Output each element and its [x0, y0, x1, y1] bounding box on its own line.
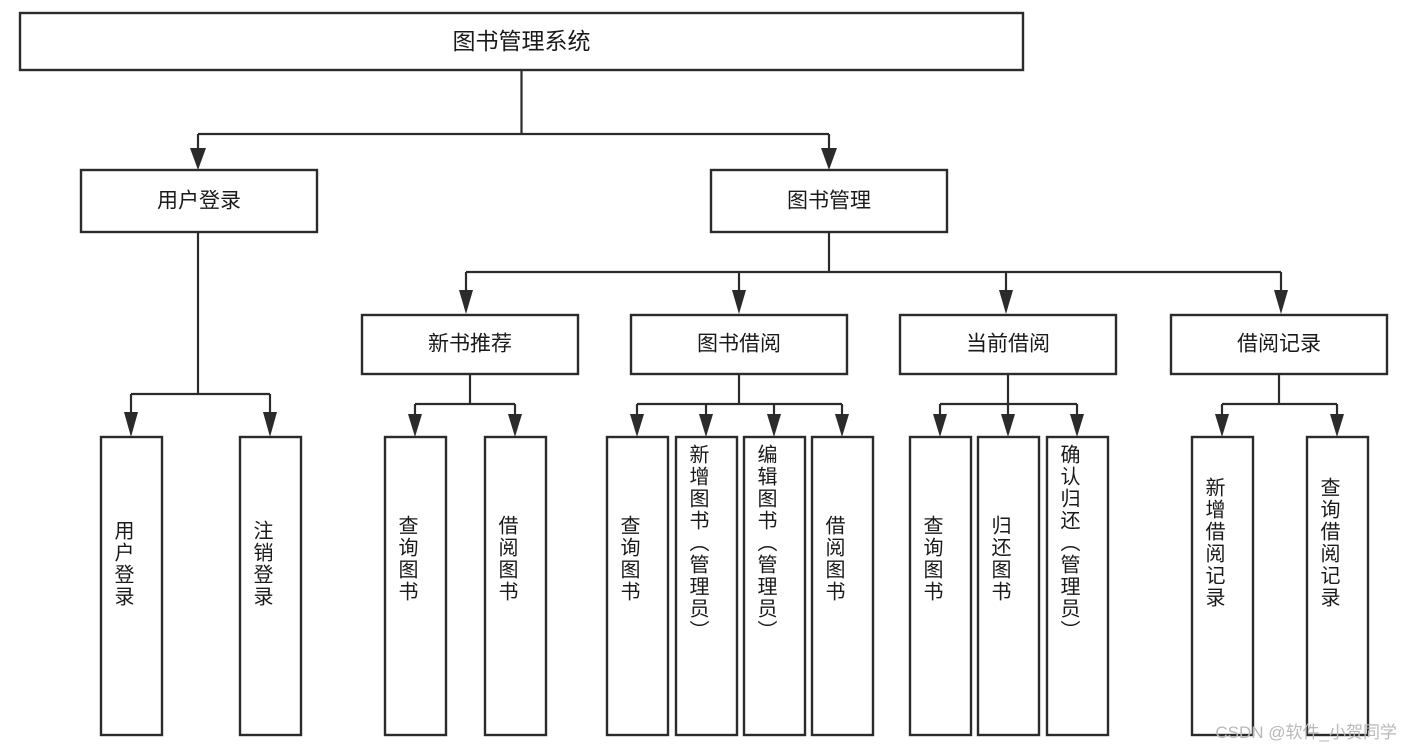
leaf-borrow-book-1-box[interactable] — [483, 435, 548, 737]
connector-borrow-record-to-leaves — [1215, 374, 1344, 437]
connector-book-management-to-level3 — [459, 232, 1288, 314]
node-borrow-record-label: 借阅记录 — [1237, 333, 1321, 356]
connector-book-borrow-to-leaves — [630, 374, 849, 437]
connector-root-to-level2 — [190, 70, 837, 170]
node-root-label: 图书管理系统 — [453, 28, 591, 54]
node-new-book-recommend-label: 新书推荐 — [428, 333, 512, 356]
leaf-query-book-2-box[interactable] — [605, 435, 670, 737]
connector-user-login-to-leaves — [124, 232, 277, 437]
node-borrow-record[interactable]: 借阅记录 — [1169, 313, 1389, 376]
node-book-management-box[interactable] — [709, 168, 949, 234]
node-book-borrow[interactable]: 图书借阅 — [629, 313, 849, 376]
node-root-box[interactable] — [18, 11, 1025, 72]
node-current-borrow-label: 当前借阅 — [966, 333, 1050, 356]
leaf-group-user-login — [99, 435, 303, 737]
leaf-borrow-book-2-box[interactable] — [810, 435, 875, 737]
connector-new-book-recommend-to-leaves — [408, 374, 522, 437]
node-user-login[interactable]: 用户登录 — [79, 168, 319, 234]
node-book-management[interactable]: 图书管理 — [709, 168, 949, 234]
leaf-query-book-3-box[interactable] — [908, 435, 973, 737]
leaf-confirm-return-box[interactable] — [1045, 435, 1110, 737]
connector-current-borrow-to-leaves — [933, 374, 1084, 437]
node-borrow-record-box[interactable] — [1169, 313, 1389, 376]
node-current-borrow[interactable]: 当前借阅 — [898, 313, 1118, 376]
node-book-borrow-label: 图书借阅 — [697, 333, 781, 356]
node-new-book-recommend-box[interactable] — [360, 313, 580, 376]
leaf-add-book-box[interactable] — [674, 435, 739, 737]
leaf-logout-box[interactable] — [238, 435, 303, 737]
node-root[interactable]: 图书管理系统 — [18, 11, 1025, 72]
leaf-edit-book-box[interactable] — [742, 435, 807, 737]
node-book-borrow-box[interactable] — [629, 313, 849, 376]
node-current-borrow-box[interactable] — [898, 313, 1118, 376]
node-new-book-recommend[interactable]: 新书推荐 — [360, 313, 580, 376]
leaf-group-current-borrow — [908, 435, 1110, 737]
node-book-management-label: 图书管理 — [787, 190, 871, 213]
leaf-group-borrow-record — [1190, 435, 1370, 737]
leaf-add-record-box[interactable] — [1190, 435, 1255, 737]
leaf-return-book-box[interactable] — [976, 435, 1041, 737]
leaf-group-book-borrow — [605, 435, 875, 737]
leaf-query-record-box[interactable] — [1305, 435, 1370, 737]
leaf-user-login-box[interactable] — [99, 435, 164, 737]
leaf-query-book-1-box[interactable] — [383, 435, 448, 737]
node-user-login-box[interactable] — [79, 168, 319, 234]
leaf-group-new-book-recommend — [383, 435, 548, 737]
node-user-login-label: 用户登录 — [157, 190, 241, 213]
